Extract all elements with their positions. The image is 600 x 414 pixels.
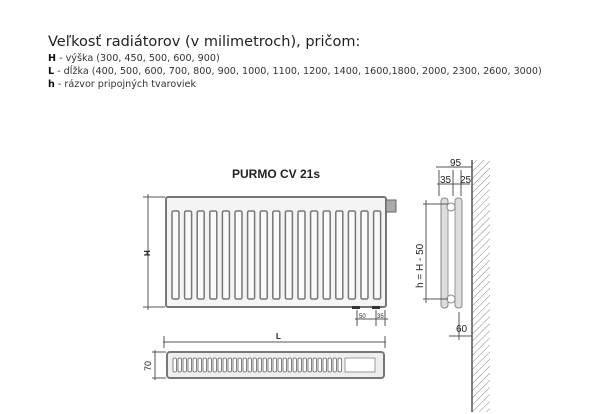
radiator-fin [322,210,331,300]
heading: Veľkosť radiátorov (v milimetroch), prič… [48,34,361,50]
top-fin [332,357,337,373]
top-fin [227,357,232,373]
diagram-title: PURMO CV 21s [232,167,320,181]
side-95: 95 [450,158,462,169]
legend-H: H - výška (300, 450, 500, 600, 900) [48,53,220,64]
top-fin [197,357,202,373]
top-fin [217,357,222,373]
dim-70: 70 [143,361,153,371]
top-fin [287,357,292,373]
legend-key: h [48,79,55,90]
dim-35: 35 [377,314,384,320]
label-H: H [143,250,152,256]
top-fin [187,357,192,373]
dim-50: 50 [359,314,366,320]
side-35: 35 [440,175,452,186]
radiator-fin [196,210,205,300]
top-fin [177,357,182,373]
legend-h: h - rázvor pripojných tvaroviek [48,79,196,90]
top-fin [277,357,282,373]
top-fin [182,357,187,373]
side-view: 95 35 25 h = H - 50 60 [415,158,490,412]
radiator-fin [284,210,294,300]
top-fin [272,357,277,373]
front-view: H 50 35 L [143,194,397,348]
radiator-fin [234,210,243,300]
top-fin [337,357,342,373]
valve-icon [385,199,397,213]
top-fin [262,357,267,373]
top-fin [292,357,297,373]
radiator-fin [372,210,382,300]
top-fin [172,357,177,373]
top-fin [237,357,242,373]
top-fin [317,357,322,373]
radiator-fin [272,210,281,300]
side-60: 60 [456,324,468,335]
top-fin [207,357,212,373]
top-fin [232,357,237,373]
top-fin [282,357,287,373]
radiator-fin [259,210,268,300]
top-fin [307,357,312,373]
top-fin [222,357,227,373]
radiator-fin [183,210,193,300]
legend-key: H [48,53,57,64]
top-fin [302,357,307,373]
top-fin [312,357,317,373]
top-fin [322,357,327,373]
top-view: 70 [143,350,385,380]
top-fin [297,357,302,373]
radiator-fin [246,210,256,300]
side-25: 25 [460,175,472,186]
top-fin [242,357,247,373]
radiator-fin [309,210,319,300]
radiator-fin [209,210,218,300]
top-fin [202,357,207,373]
label-L: L [276,332,281,341]
legend-text: - výška (300, 450, 500, 600, 900) [56,53,220,64]
top-fin [327,357,332,373]
top-fin [192,357,197,373]
legend-text: - dĺžka (400, 500, 600, 700, 800, 900, 1… [54,66,542,77]
top-fin [267,357,272,373]
radiator-fin [335,210,344,300]
radiator-fin [297,210,306,300]
radiator-fin [360,210,369,300]
radiator-fin [221,210,231,300]
top-fin [252,357,257,373]
radiator-fin [171,210,180,300]
top-fin [247,357,252,373]
legend-L: L - dĺžka (400, 500, 600, 700, 800, 900,… [48,66,542,77]
top-fin [212,357,217,373]
top-fin [257,357,262,373]
legend-text: - rázvor pripojných tvaroviek [54,79,197,90]
side-h-formula: h = H - 50 [415,243,426,288]
radiator-fin [347,210,357,300]
legend-key: L [48,66,55,77]
